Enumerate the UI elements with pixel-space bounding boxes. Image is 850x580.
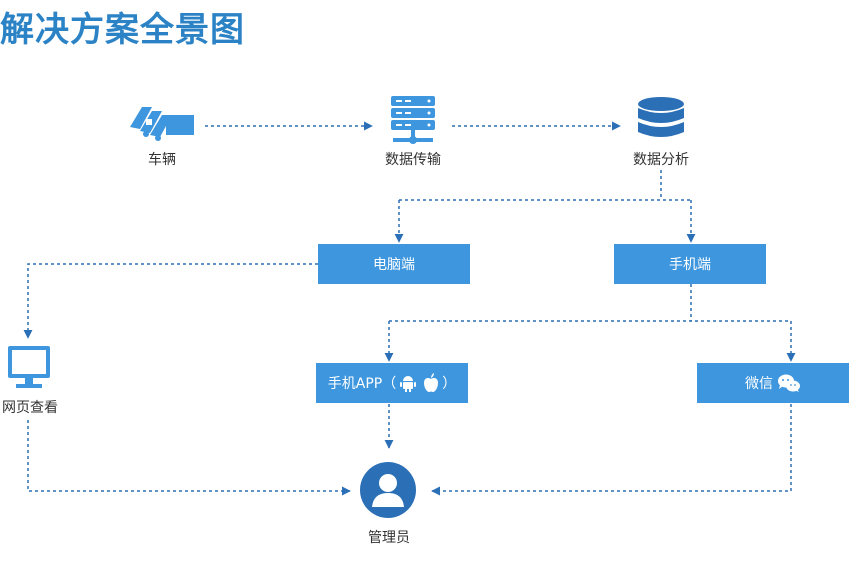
truck-icon: [130, 107, 194, 141]
wechat-box: 微信: [697, 363, 849, 403]
app-box: 手机APP（ ）: [316, 363, 468, 403]
android-icon: [400, 376, 417, 392]
database-icon: [638, 97, 684, 137]
vehicles-label: 车辆: [148, 152, 176, 168]
wechat-label: 微信: [745, 376, 773, 392]
pc-box: 电脑端: [318, 244, 470, 284]
mobile-box: 手机端: [614, 244, 766, 284]
page-title: 解决方案全景图: [0, 10, 245, 50]
wechat-icon: [778, 374, 800, 392]
apple-icon: [424, 373, 439, 392]
edge-web-to-admin: [27, 420, 351, 496]
web-view-label: 网页查看: [2, 400, 58, 416]
data-transfer-label: 数据传输: [385, 152, 441, 168]
server-icon: [391, 96, 435, 144]
app-label-suffix: ）: [442, 376, 457, 392]
admin-label: 管理员: [368, 530, 410, 546]
app-label: 手机APP（: [327, 376, 397, 392]
monitor-icon: [8, 346, 50, 388]
edge-pc-to-web: [23, 263, 318, 339]
admin-user-icon: [360, 462, 416, 518]
data-analysis-label: 数据分析: [633, 152, 689, 168]
edge-wechat-to-admin: [431, 404, 792, 496]
